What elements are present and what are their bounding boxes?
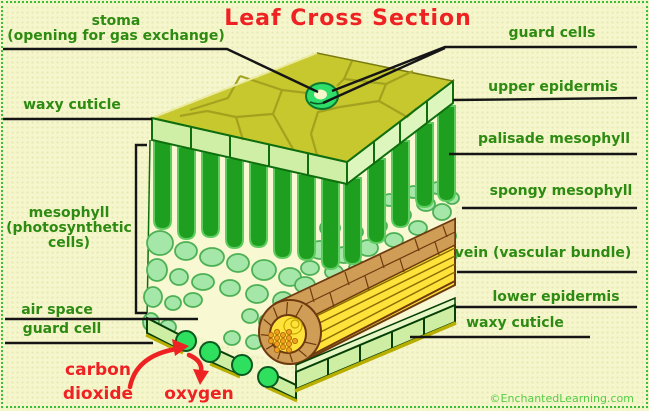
carbon-dioxide-arrowhead	[172, 339, 189, 356]
carbon-dioxide-label-line2: dioxide	[62, 384, 134, 404]
oxygen-arrowhead	[193, 369, 209, 385]
stoma-label: stoma (opening for gas exchange)	[7, 14, 224, 44]
upper-epidermis-label: upper epidermis	[488, 79, 618, 95]
mesophyll-label-line2: (photosynthetic	[6, 220, 132, 236]
vein-vascular-bundle	[258, 217, 456, 365]
carbon-dioxide-label-line1: carbon	[65, 360, 131, 380]
palisade-mesophyll-cells	[153, 105, 456, 271]
guard-cells-label: guard cells	[508, 25, 596, 41]
vein-label: vein (vascular bundle)	[454, 245, 632, 261]
mesophyll-label-line1: mesophyll	[28, 205, 110, 221]
waxy-cuticle-top-label: waxy cuticle	[23, 97, 121, 113]
copyright-watermark: ©EnchantedLearning.com	[489, 392, 634, 405]
guard-cells-pointer-line-2	[322, 46, 446, 105]
air-space-label: air space	[21, 302, 93, 318]
gas-exchange-arrows	[127, 339, 209, 390]
spongy-mesophyll-label: spongy mesophyll	[489, 183, 633, 199]
guard-cells-bottom	[175, 330, 279, 388]
carbon-dioxide-label: carbon dioxide	[63, 358, 133, 406]
waxy-cuticle-bottom-label: waxy cuticle	[466, 315, 564, 331]
page-title: Leaf Cross Section	[224, 6, 472, 31]
leaf-top-face	[149, 52, 455, 163]
oxygen-label: oxygen	[164, 384, 234, 404]
stoma-label-line1: stoma	[91, 13, 141, 29]
stoma-pointer-line	[3, 47, 319, 94]
carbon-dioxide-arrow	[127, 346, 179, 390]
mesophyll-bracket	[134, 143, 147, 315]
mesophyll-label-line3: cells)	[47, 235, 91, 251]
lower-epidermis-cells	[145, 296, 457, 403]
guard-cells-pointer-line-1	[331, 45, 637, 93]
upper-epidermis-pointer-line	[452, 96, 638, 102]
label-pointer-lines	[3, 45, 638, 345]
stoma-label-line2: (opening for gas exchange)	[7, 28, 225, 44]
palisade-mesophyll-label: palisade mesophyll	[478, 131, 630, 147]
vein-phloem-dots	[267, 328, 298, 353]
mesophyll-label: mesophyll (photosynthetic cells)	[6, 206, 132, 251]
lower-epidermis-label: lower epidermis	[492, 289, 620, 305]
stoma-top	[305, 82, 339, 110]
guard-cell-label: guard cell	[22, 321, 102, 337]
